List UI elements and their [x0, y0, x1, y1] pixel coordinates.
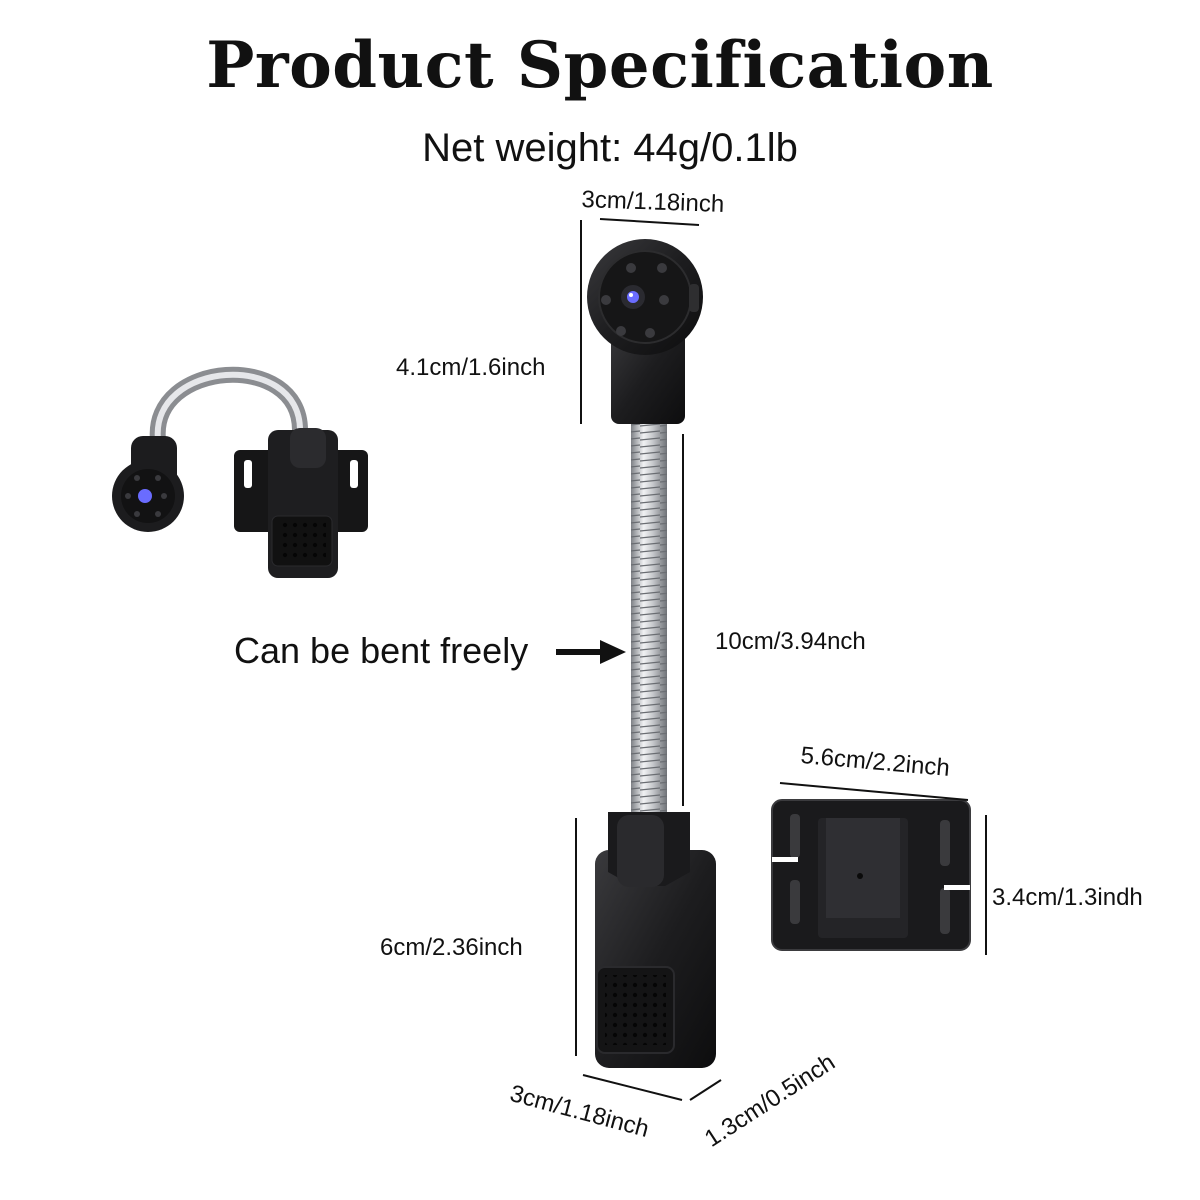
- gooseneck-length-label: 10cm/3.94nch: [715, 628, 866, 655]
- page-title: Product Specification: [206, 28, 994, 103]
- camera-head-width-label: 3cm/1.18inch: [581, 186, 725, 218]
- arrow-right-icon: [556, 640, 626, 664]
- gooseneck: [631, 420, 667, 820]
- bendable-annotation: Can be bent freely: [234, 630, 529, 671]
- lens-icon: [621, 285, 645, 309]
- belt-clip: [771, 799, 971, 951]
- camera-head-height-label: 4.1cm/1.6inch: [396, 354, 546, 381]
- dimension-lines: [575, 218, 987, 1101]
- camera-head: [587, 239, 703, 424]
- clip-height-label: 3.4cm/1.3indh: [992, 884, 1143, 911]
- camera-body: [595, 812, 716, 1068]
- body-height-label: 6cm/2.36inch: [380, 934, 523, 961]
- ir-led-icon: [601, 263, 669, 338]
- speaker-grille-icon: [596, 966, 675, 1054]
- net-weight-label: Net weight: 44g/0.1lb: [422, 126, 798, 170]
- product-preview: [112, 366, 368, 578]
